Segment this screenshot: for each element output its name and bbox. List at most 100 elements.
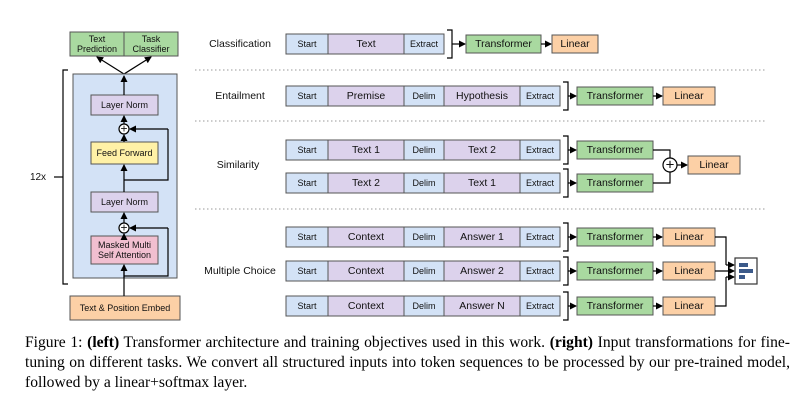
entailment-token-2-label: Delim — [412, 91, 435, 101]
multiple-choice-row1-token-3-label: Answer 2 — [460, 265, 504, 277]
multiple-choice-row2-token-1-label: Context — [348, 300, 384, 312]
classification-token-2-label: Extract — [410, 39, 439, 49]
text-prediction-head — [69, 31, 125, 57]
feed-forward-label: Feed Forward — [96, 148, 152, 158]
similarity-row1-token-0-label: Start — [297, 178, 317, 188]
arrow-to-text-prediction — [96, 56, 125, 75]
multiple-choice-row1-token-4-label: Extract — [526, 266, 555, 276]
classification-transformer-label: Transformer — [475, 38, 532, 50]
multiple-choice-linear-1-label: Linear — [674, 265, 704, 277]
residual-top-line — [124, 129, 169, 181]
multiple-choice-transformer-1-label: Transformer — [587, 265, 644, 277]
caption-right-text: Input transformations for fine-tuning on… — [25, 334, 790, 391]
softmax-icon-bar-1 — [739, 269, 753, 273]
similarity-row0-token-1-label: Text 1 — [352, 144, 380, 156]
similarity-row0-token-2-label: Delim — [412, 145, 435, 155]
caption-left-text: Transformer architecture and training ob… — [119, 334, 550, 351]
multiple-choice-row1-token-0-label: Start — [297, 266, 317, 276]
layer-norm-bottom-label: Layer Norm — [101, 197, 148, 207]
multiple-choice-row0-token-4-label: Extract — [526, 232, 555, 242]
arrow-to-task-classifier — [123, 56, 152, 75]
multiple-choice-row0-token-0-label: Start — [297, 232, 317, 242]
multiple-choice-row0-token-2-label: Delim — [412, 232, 435, 242]
entailment-token-3-label: Hypothesis — [456, 90, 508, 102]
caption-right-word: (right) — [549, 334, 594, 351]
softmax-icon-bar-2 — [739, 275, 745, 279]
similarity-row0-token-0-label: Start — [297, 145, 317, 155]
similarity-row1-token-4 — [519, 172, 561, 194]
entailment-linear — [662, 86, 716, 106]
residual-bottom-line — [124, 228, 169, 277]
multiple-choice-bracket-2 — [563, 291, 569, 321]
similarity-label: Similarity — [217, 159, 260, 171]
entailment-label: Entailment — [215, 90, 265, 102]
repeat-count-label: 12x — [30, 172, 46, 183]
entailment-bracket — [563, 81, 569, 111]
multiple-choice-row2-token-3-label: Answer N — [459, 300, 505, 312]
classification-linear — [551, 34, 599, 54]
multiple-choice-transformer-0-label: Transformer — [587, 231, 644, 243]
similarity-linear — [687, 155, 741, 175]
text-position-embed — [69, 295, 181, 321]
task-classifier-head — [123, 31, 179, 57]
similarity-bracket-0 — [563, 135, 569, 165]
mc-connector-bottom — [715, 277, 727, 307]
multiple-choice-row2-token-4 — [519, 295, 561, 317]
similarity-row1-token-3-label: Text 1 — [468, 177, 496, 189]
multiple-choice-label: Multiple Choice — [204, 265, 276, 277]
softmax-icon-bar-0 — [739, 263, 748, 267]
similarity-join-bottom — [653, 172, 671, 184]
multiple-choice-row1-token-4 — [519, 260, 561, 282]
text-position-embed-label: Text & Position Embed — [80, 303, 171, 313]
multiple-choice-bracket-0 — [563, 222, 569, 252]
classification-token-1-label: Text — [356, 38, 375, 50]
similarity-join-top — [653, 149, 671, 158]
add-circle-bottom-symbol: + — [120, 221, 127, 235]
multiple-choice-row1-token-1-label: Context — [348, 265, 384, 277]
similarity-transformer-1-label: Transformer — [587, 177, 644, 189]
masked-self-attention — [90, 235, 159, 265]
multiple-choice-linear-0-label: Linear — [674, 231, 704, 243]
multiple-choice-row2-token-4-label: Extract — [526, 301, 555, 311]
multiple-choice-row0-token-1-label: Context — [348, 231, 384, 243]
entailment-token-0-label: Start — [297, 91, 317, 101]
classification-label: Classification — [209, 38, 271, 50]
classification-bracket — [447, 29, 453, 59]
multiple-choice-row0-token-4 — [519, 226, 561, 248]
similarity-linear-label: Linear — [699, 159, 729, 171]
multiple-choice-transformer-2-label: Transformer — [587, 300, 644, 312]
similarity-transformer-0-label: Transformer — [587, 144, 644, 156]
multiple-choice-linear-2-label: Linear — [674, 300, 704, 312]
similarity-row0-token-4-label: Extract — [526, 145, 555, 155]
entailment-transformer-label: Transformer — [587, 90, 644, 102]
repeat-bracket — [62, 69, 68, 285]
similarity-row1-token-2-label: Delim — [412, 178, 435, 188]
classification-token-0-label: Start — [297, 39, 317, 49]
caption-prefix: Figure 1: — [25, 334, 88, 351]
figure-caption: Figure 1: (left) Transformer architectur… — [25, 333, 790, 393]
multiple-choice-row1-token-2-label: Delim — [412, 266, 435, 276]
entailment-token-4-label: Extract — [526, 91, 555, 101]
similarity-row1-token-1-label: Text 2 — [352, 177, 380, 189]
entailment-token-4 — [519, 85, 561, 107]
add-circle-top-symbol: + — [120, 122, 127, 136]
classification-linear-label: Linear — [560, 38, 590, 50]
similarity-row0-token-3-label: Text 2 — [468, 144, 496, 156]
classification-token-2 — [403, 33, 445, 55]
multiple-choice-bracket-1 — [563, 256, 569, 286]
layer-norm-top-label: Layer Norm — [101, 100, 148, 110]
multiple-choice-row2-token-0-label: Start — [297, 301, 317, 311]
similarity-bracket-1 — [563, 168, 569, 198]
mc-connector-top — [715, 236, 727, 265]
similarity-row1-token-4-label: Extract — [526, 178, 555, 188]
entailment-token-1-label: Premise — [347, 90, 386, 102]
caption-left-word: (left) — [87, 334, 120, 351]
entailment-linear-label: Linear — [674, 90, 704, 102]
multiple-choice-row0-token-3-label: Answer 1 — [460, 231, 504, 243]
similarity-add-symbol: + — [666, 156, 675, 173]
similarity-row0-token-4 — [519, 139, 561, 161]
